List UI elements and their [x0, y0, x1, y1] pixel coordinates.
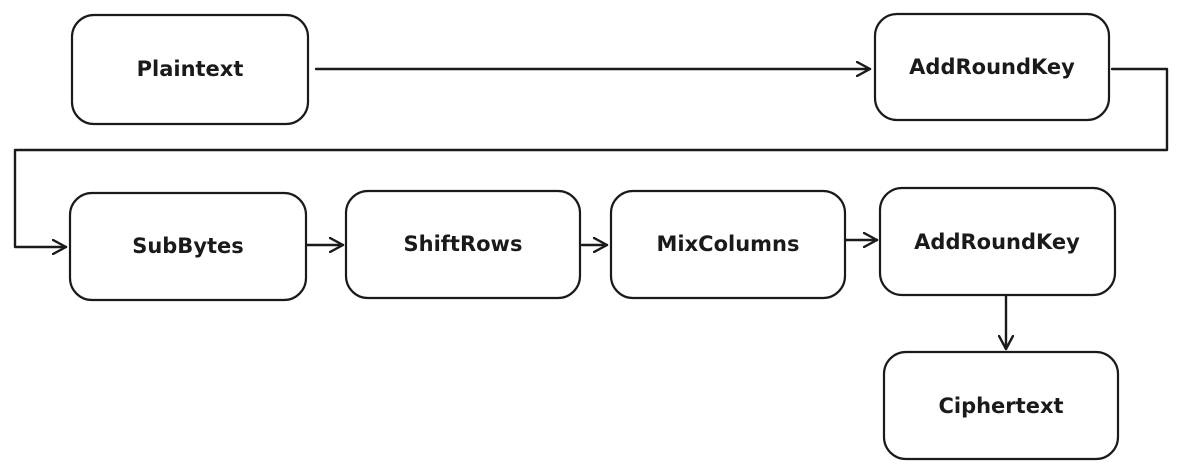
node-label: AddRoundKey — [914, 230, 1080, 254]
node-label: Plaintext — [137, 57, 244, 81]
node-label: AddRoundKey — [909, 55, 1075, 79]
node-addroundkey-initial: AddRoundKey — [873, 12, 1111, 122]
node-mixcolumns: MixColumns — [609, 189, 847, 300]
node-ciphertext: Ciphertext — [882, 350, 1120, 461]
node-label: Ciphertext — [938, 394, 1063, 418]
node-subbytes: SubBytes — [68, 191, 308, 302]
node-label: ShiftRows — [404, 232, 523, 256]
edge-addroundkey-to-subbytes — [13, 67, 1169, 247]
node-label: MixColumns — [657, 232, 800, 256]
node-addroundkey-round: AddRoundKey — [878, 186, 1117, 297]
node-plaintext: Plaintext — [70, 13, 310, 126]
node-shiftrows: ShiftRows — [344, 189, 582, 300]
node-label: SubBytes — [132, 234, 244, 258]
